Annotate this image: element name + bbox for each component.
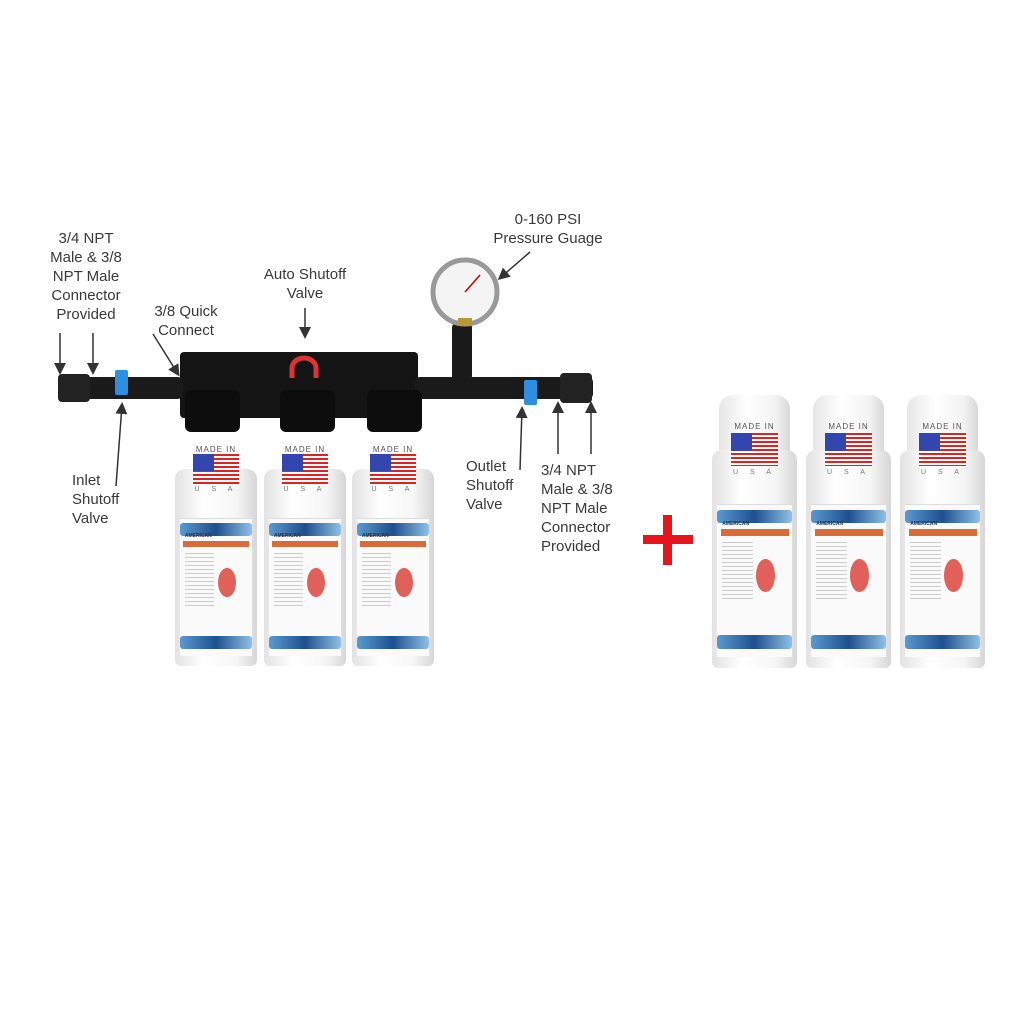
label-text-block (722, 542, 753, 603)
outlet-valve-handle (524, 380, 537, 405)
label-text-block (273, 552, 304, 607)
usa-text: U S A (921, 468, 964, 476)
quick-connect-label: 3/8 Quick Connect (154, 303, 218, 339)
filter-cartridge: MADE IN U S A AMERICAN (352, 420, 434, 666)
label-band (183, 540, 249, 547)
seal-icon (944, 558, 963, 592)
wave-graphic (268, 523, 342, 536)
auto-shutoff-label: Auto Shutoff Valve (263, 266, 347, 302)
filter-cartridge: MADE IN U S A AMERICAN (712, 395, 797, 668)
wave-graphic (905, 509, 980, 524)
filter-cartridge: MADE IN U S A AMERICAN (264, 420, 346, 666)
seal-icon (217, 567, 236, 598)
outlet-pipe (415, 377, 593, 399)
usa-text: U S A (283, 486, 327, 494)
made-in-text: MADE IN (828, 422, 869, 432)
filter-cartridge: MADE IN U S A AMERICAN (900, 395, 985, 668)
filter-cartridge: MADE IN U S A AMERICAN (175, 420, 257, 666)
usa-text: U S A (371, 486, 415, 494)
gauge-riser (452, 322, 472, 382)
label-text-block (361, 552, 392, 607)
us-flag-icon (193, 454, 239, 484)
seal-icon (306, 567, 325, 598)
us-flag-icon (824, 433, 873, 466)
brand-text: AMERICAN (722, 520, 750, 527)
us-flag-icon (730, 433, 779, 466)
label-text-block (184, 552, 215, 607)
inlet-shutoff-label: Inlet Shutoff Valve (72, 472, 120, 527)
made-in-text: MADE IN (734, 422, 775, 432)
made-in-text: MADE IN (372, 444, 414, 454)
label-band (720, 528, 789, 536)
outlet-shutoff-label: Outlet Shutoff Valve (466, 458, 514, 513)
usa-text: U S A (733, 468, 776, 476)
filter-cartridge: MADE IN U S A AMERICAN (806, 395, 891, 668)
seal-icon (850, 558, 869, 592)
wave-graphic (905, 635, 980, 649)
us-flag-icon (370, 454, 416, 484)
wave-graphic (179, 636, 253, 649)
us-flag-icon (918, 433, 967, 466)
wave-graphic (717, 509, 792, 524)
us-flag-icon (282, 454, 328, 484)
wave-graphic (811, 635, 886, 649)
brand-text: AMERICAN (184, 533, 212, 540)
wave-graphic (356, 636, 430, 649)
wave-graphic (179, 523, 253, 536)
brand-text: AMERICAN (361, 533, 389, 540)
pressure-gauge-label: 0-160 PSI Pressure Guage (493, 211, 603, 247)
brand-text: AMERICAN (910, 520, 938, 527)
made-in-text: MADE IN (195, 444, 237, 454)
brand-text: AMERICAN (273, 533, 301, 540)
label-text-block (816, 542, 847, 603)
label-band (360, 540, 426, 547)
wave-graphic (717, 635, 792, 649)
label-band (908, 528, 977, 536)
seal-icon (394, 567, 413, 598)
label-band (814, 528, 883, 536)
inlet-connector-label: 3/4 NPT Male & 3/8 NPT Male Connector Pr… (50, 230, 122, 323)
label-text-block (910, 542, 941, 603)
made-in-text: MADE IN (922, 422, 963, 432)
inlet-valve-handle (115, 370, 128, 395)
wave-graphic (268, 636, 342, 649)
wave-graphic (356, 523, 430, 536)
seal-icon (756, 558, 775, 592)
auto-shutoff-valve (289, 355, 319, 378)
label-band (272, 540, 338, 547)
usa-text: U S A (194, 486, 238, 494)
usa-text: U S A (827, 468, 870, 476)
made-in-text: MADE IN (284, 444, 326, 454)
brand-text: AMERICAN (816, 520, 844, 527)
outlet-connector-label: 3/4 NPT Male & 3/8 NPT Male Connector Pr… (541, 462, 613, 555)
wave-graphic (811, 509, 886, 524)
